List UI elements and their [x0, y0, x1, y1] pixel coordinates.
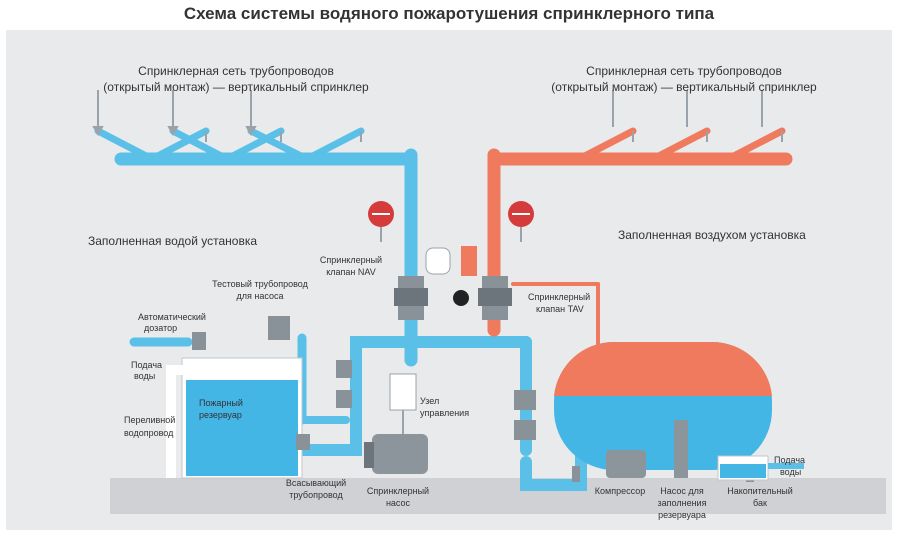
pump-valves: [296, 360, 536, 450]
label-water-filled: Заполненная водой установка: [88, 234, 257, 248]
label-overflow-line2: водопровод: [124, 428, 174, 438]
label-net-left-line2: (открытый монтаж) — вертикальный спринкл…: [103, 80, 369, 94]
label-pump-line1: Спринклерный: [367, 486, 429, 496]
right-sprinkler-heads: [612, 90, 783, 142]
label-fill-pump-line2: заполнения: [658, 498, 707, 508]
label-storage-line1: Накопительный: [727, 486, 793, 496]
floor: [110, 478, 886, 514]
pressure-tank: [554, 341, 772, 482]
label-suction-line2: трубопровод: [289, 490, 343, 500]
label-pump-line2: насос: [386, 498, 411, 508]
label-fill-pump-line1: Насос для: [660, 486, 704, 496]
accelerator: [453, 290, 469, 306]
label-supply-left-line1: Подача: [131, 360, 162, 370]
label-nav-line1: Спринклерный: [320, 255, 382, 265]
left-sprinkler-heads: [92, 90, 362, 142]
label-reservoir-line1: Пожарный: [199, 398, 243, 408]
label-storage-line2: бак: [753, 498, 767, 508]
control-unit: [389, 373, 417, 434]
label-net-right-line2: (открытый монтаж) — вертикальный спринкл…: [551, 80, 817, 94]
label-supply-right-line1: Подача: [774, 455, 805, 465]
auto-dosing-valve: [192, 332, 206, 350]
label-compressor: Компрессор: [595, 486, 645, 496]
test-pipe-valve: [268, 316, 290, 340]
alarm-bell-right: [508, 201, 534, 242]
page-title: Схема системы водяного пожаротушения спр…: [183, 4, 715, 23]
label-dosing-line2: дозатор: [144, 323, 177, 333]
label-nav-line2: клапан NAV: [326, 267, 375, 277]
sprinkler-system-diagram: Спринклерная сеть трубопроводов (открыты…: [88, 64, 886, 520]
label-fill-pump-line3: резервуара: [658, 510, 706, 520]
diagram-panel: Спринклерная сеть трубопроводов (открыты…: [6, 30, 892, 530]
label-overflow-line1: Переливной: [124, 415, 175, 425]
label-air-filled: Заполненная воздухом установка: [618, 228, 806, 242]
tav-valve: [461, 246, 512, 320]
label-net-left-line1: Спринклерная сеть трубопроводов: [138, 64, 334, 78]
label-test-pipe-line2: для насоса: [237, 291, 284, 301]
overflow-pipe: [166, 365, 186, 478]
alarm-bell-left: [368, 201, 394, 242]
label-reservoir-line2: резервуар: [199, 410, 242, 420]
compressor-unit: [606, 450, 646, 478]
storage-tank: [717, 455, 804, 481]
label-net-right-line1: Спринклерная сеть трубопроводов: [586, 64, 782, 78]
label-control-line1: Узел: [420, 396, 439, 406]
label-tav-line2: клапан TAV: [536, 304, 584, 314]
sprinkler-pump: [364, 434, 428, 474]
label-suction-line1: Всасывающий: [286, 478, 346, 488]
nav-valve: [394, 276, 428, 320]
label-supply-left-line2: воды: [134, 371, 155, 381]
label-test-pipe-line1: Тестовый трубопровод: [212, 279, 308, 289]
label-tav-line1: Спринклерный: [528, 292, 590, 302]
fire-reservoir: [181, 357, 303, 479]
label-control-line2: управления: [420, 408, 469, 418]
label-dosing-line1: Автоматический: [138, 312, 206, 322]
label-supply-right-line2: воды: [780, 467, 801, 477]
diaphragm-tank: [425, 247, 451, 275]
fill-pump-unit: [674, 420, 688, 478]
